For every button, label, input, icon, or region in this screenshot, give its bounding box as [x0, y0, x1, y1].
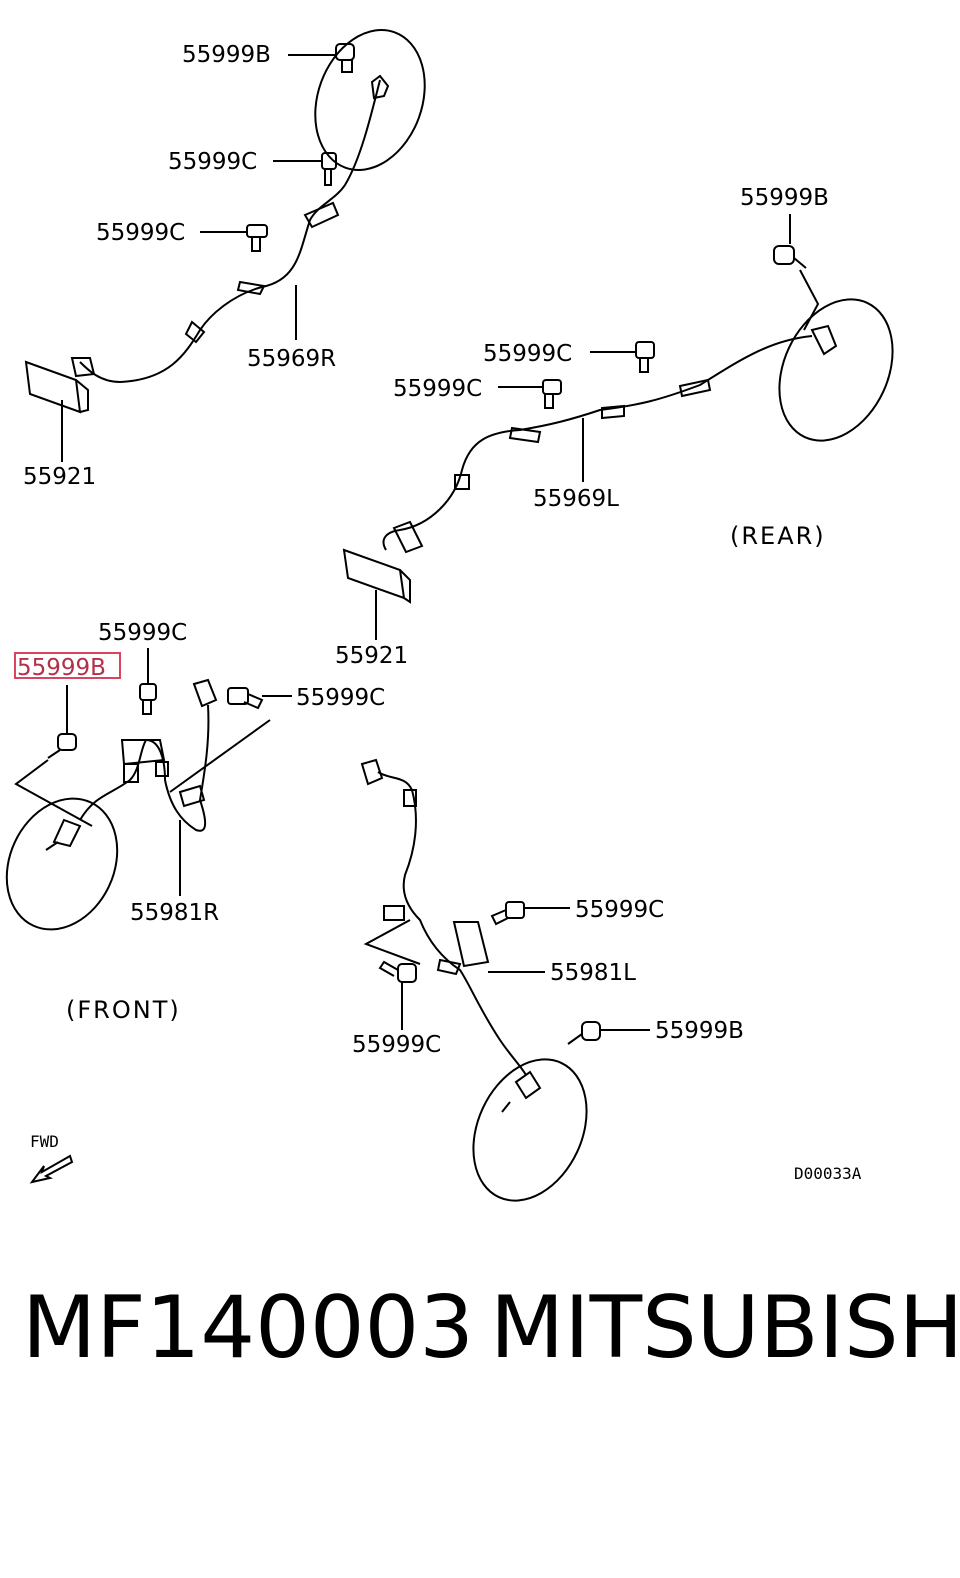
label-front-left-bolt-c-upper: 55999C — [575, 897, 664, 923]
rear-left-bolt-c-lower-icon — [542, 379, 562, 409]
label-front-left-bolt-c-lower: 55999C — [352, 1032, 441, 1058]
label-front-right-bolt-c-upper: 55999C — [98, 620, 187, 646]
rear-right-hub-ellipse — [314, 29, 426, 171]
rear-left-sensor-head-icon — [810, 324, 838, 356]
front-right-sensor-cable — [79, 704, 210, 832]
highlight-box — [14, 652, 121, 679]
label-rear-section: (REAR) — [730, 522, 826, 550]
front-left-assembly — [360, 758, 650, 1202]
label-front-left-bolt-b: 55999B — [655, 1018, 744, 1044]
label-front-right-bolt-c-side: 55999C — [296, 685, 385, 711]
label-front-right-bolt-b-highlighted: 55999B — [17, 655, 106, 681]
front-right-bolt-c-side-icon — [227, 687, 264, 710]
rear-right-sensor-cable — [79, 79, 381, 384]
rear-left-hub-ellipse — [778, 298, 894, 442]
label-rear-right-sensor: 55969R — [247, 346, 336, 372]
parts-diagram: 55999B 55999C 55999C 55969R 55921 55999B… — [5, 29, 894, 1202]
front-right-sensor-head-icon — [52, 818, 82, 848]
rear-left-assembly — [342, 214, 894, 640]
rear-right-bolt-c-upper-icon — [321, 152, 337, 186]
front-left-bolt-c-upper-icon — [490, 901, 525, 926]
label-rear-right-bolt-b: 55999B — [182, 42, 271, 68]
label-rear-right-bolt-c-lower: 55999C — [96, 220, 185, 246]
rear-left-sensor-cable — [382, 335, 813, 551]
label-front-section: (FRONT) — [66, 996, 181, 1024]
label-rear-left-bolt-b: 55999B — [740, 185, 829, 211]
rear-left-bolt-c-upper-icon — [635, 341, 655, 373]
rear-left-bolt-b-icon — [773, 245, 807, 269]
rear-right-bolt-c-lower-icon — [246, 224, 268, 252]
front-left-hub-ellipse — [472, 1058, 588, 1202]
front-left-sensor-cable — [377, 771, 527, 1076]
label-rear-left-bolt-c-lower: 55999C — [393, 376, 482, 402]
label-front-right-sensor: 55981R — [130, 900, 219, 926]
label-rear-left-bracket: 55921 — [335, 643, 408, 669]
rear-left-bracket-icon — [342, 548, 411, 604]
rear-right-bracket-icon — [24, 360, 89, 414]
caption: MF140003 MITSUBISHI — [0, 1278, 960, 1398]
label-fwd: FWD — [30, 1132, 59, 1151]
fwd-arrow-icon — [29, 1154, 74, 1184]
brand-name: MITSUBISHI — [490, 1278, 960, 1378]
rear-right-assembly — [24, 29, 426, 462]
front-left-bolt-c-lower-icon — [378, 960, 417, 983]
drawing-code: D00033A — [794, 1164, 862, 1183]
front-right-bolt-b-icon — [47, 733, 77, 759]
label-rear-right-bolt-c-upper: 55999C — [168, 149, 257, 175]
label-rear-right-bracket: 55921 — [23, 464, 96, 490]
front-right-bolt-c-upper-icon — [139, 683, 157, 715]
front-left-bolt-b-icon — [567, 1021, 601, 1045]
label-front-left-sensor: 55981L — [550, 960, 636, 986]
front-left-sensor-head-icon — [360, 758, 384, 786]
front-right-hub-ellipse — [5, 797, 119, 931]
front-right-assembly — [5, 648, 292, 931]
rear-right-sensor-head-icon — [370, 74, 390, 100]
part-number: MF140003 — [22, 1278, 474, 1378]
rear-right-bolt-b-icon — [335, 43, 355, 73]
label-rear-left-bolt-c-upper: 55999C — [483, 341, 572, 367]
label-rear-left-sensor: 55969L — [533, 486, 619, 512]
